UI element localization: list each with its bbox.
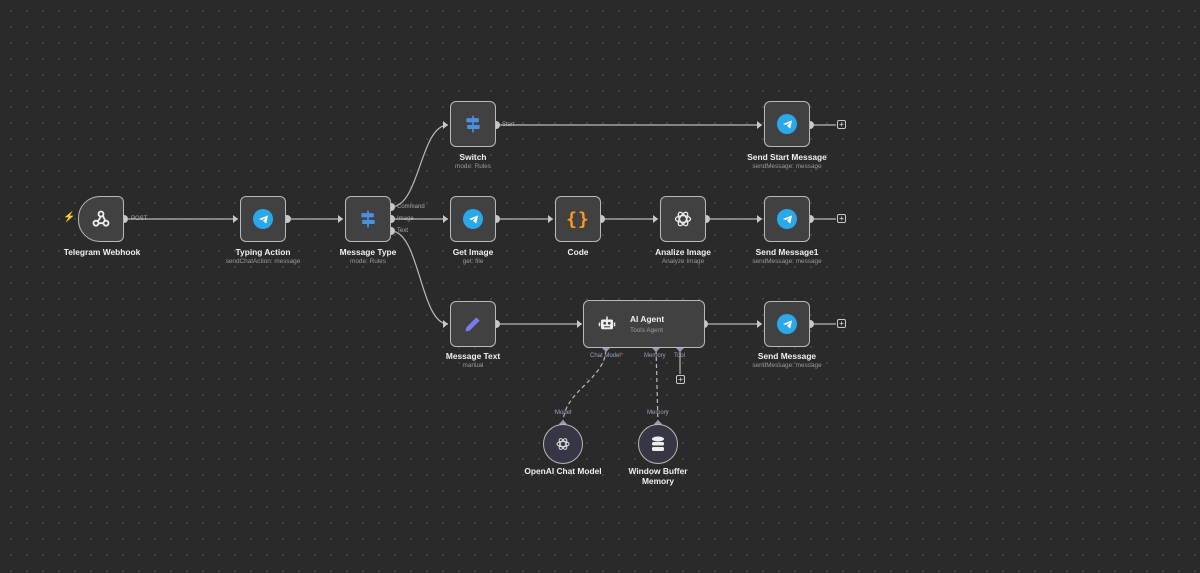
- node-send-message1[interactable]: [764, 196, 810, 242]
- pencil-icon: [465, 317, 480, 332]
- wire-text-messagetext: [390, 230, 449, 325]
- node-send-message[interactable]: [764, 301, 810, 347]
- node-subtitle: sendChatAction: message: [225, 258, 301, 265]
- node-telegram-webhook[interactable]: [78, 196, 124, 242]
- node-ai-agent[interactable]: AI Agent Tools Agent: [583, 300, 705, 348]
- output-label-post: POST: [131, 216, 148, 222]
- add-node-button[interactable]: +: [837, 214, 846, 223]
- node-message-text[interactable]: [450, 301, 496, 347]
- node-subtitle: sendMessage: message: [752, 362, 822, 369]
- signpost-icon: [361, 210, 375, 228]
- node-title: OpenAI Chat Model: [524, 466, 602, 476]
- node-analize-image[interactable]: [660, 196, 706, 242]
- node-title: Get Image: [452, 247, 494, 257]
- node-title: Window Buffer Memory: [628, 466, 688, 486]
- node-subtitle: manual: [462, 362, 484, 369]
- port-label-model: Model: [555, 410, 572, 416]
- node-subtitle: Analyze Image: [661, 258, 705, 265]
- output-label-image: Image: [397, 216, 414, 222]
- add-node-button[interactable]: +: [837, 120, 846, 129]
- output-label-text: Text: [397, 228, 409, 234]
- webhook-icon: [92, 210, 110, 227]
- node-openai-chat-model[interactable]: [543, 424, 583, 464]
- node-title: Send Start Message: [747, 152, 827, 162]
- output-label-command: Command: [397, 204, 425, 210]
- openai-icon: [556, 438, 570, 450]
- port-label-memory: Memory: [647, 410, 669, 416]
- node-title: Send Message: [757, 351, 817, 361]
- input-label-memory: Memory: [644, 353, 666, 359]
- node-title: Message Type: [339, 247, 397, 257]
- node-title: Typing Action: [235, 247, 291, 257]
- wire-command-switch: [390, 124, 449, 208]
- node-typing-action[interactable]: [240, 196, 286, 242]
- node-window-buffer-memory[interactable]: [638, 424, 678, 464]
- node-title: Analize Image: [655, 247, 711, 257]
- node-code[interactable]: {}: [555, 196, 601, 242]
- node-title: AI Agent: [630, 314, 665, 324]
- robot-icon: [598, 316, 616, 330]
- telegram-icon: [253, 209, 273, 229]
- node-subtitle: Tools Agent: [630, 327, 664, 334]
- node-get-image[interactable]: [450, 196, 496, 242]
- input-label-tool: Tool: [674, 353, 686, 359]
- input-label-chat-model: Chat Model*: [590, 353, 624, 359]
- telegram-icon: [777, 209, 797, 229]
- code-braces-icon: {}: [566, 208, 590, 230]
- node-subtitle: mode: Rules: [455, 163, 491, 170]
- wire-model-agent: [562, 347, 607, 425]
- add-node-button[interactable]: +: [837, 319, 846, 328]
- node-title: Send Message1: [755, 247, 819, 257]
- telegram-icon: [777, 314, 797, 334]
- node-subtitle: sendMessage: message: [752, 258, 822, 265]
- trigger-bolt-icon: ⚡: [63, 212, 76, 223]
- node-subtitle: mode: Rules: [350, 258, 386, 265]
- node-subtitle: sendMessage: message: [752, 163, 822, 170]
- node-title: Telegram Webhook: [63, 247, 141, 257]
- signpost-icon: [466, 115, 480, 133]
- database-icon: [652, 436, 664, 451]
- node-subtitle: get: file: [462, 258, 484, 265]
- node-title: Code: [567, 247, 589, 257]
- node-switch[interactable]: [450, 101, 496, 147]
- node-title: Message Text: [445, 351, 501, 361]
- openai-icon: [674, 211, 692, 227]
- output-label-start: Start: [502, 122, 515, 128]
- node-send-start-message[interactable]: [764, 101, 810, 147]
- node-message-type[interactable]: [345, 196, 391, 242]
- node-title: Switch: [459, 152, 487, 162]
- telegram-icon: [777, 114, 797, 134]
- wire-memory-agent: [655, 347, 659, 425]
- telegram-icon: [463, 209, 483, 229]
- add-tool-button[interactable]: +: [676, 375, 685, 384]
